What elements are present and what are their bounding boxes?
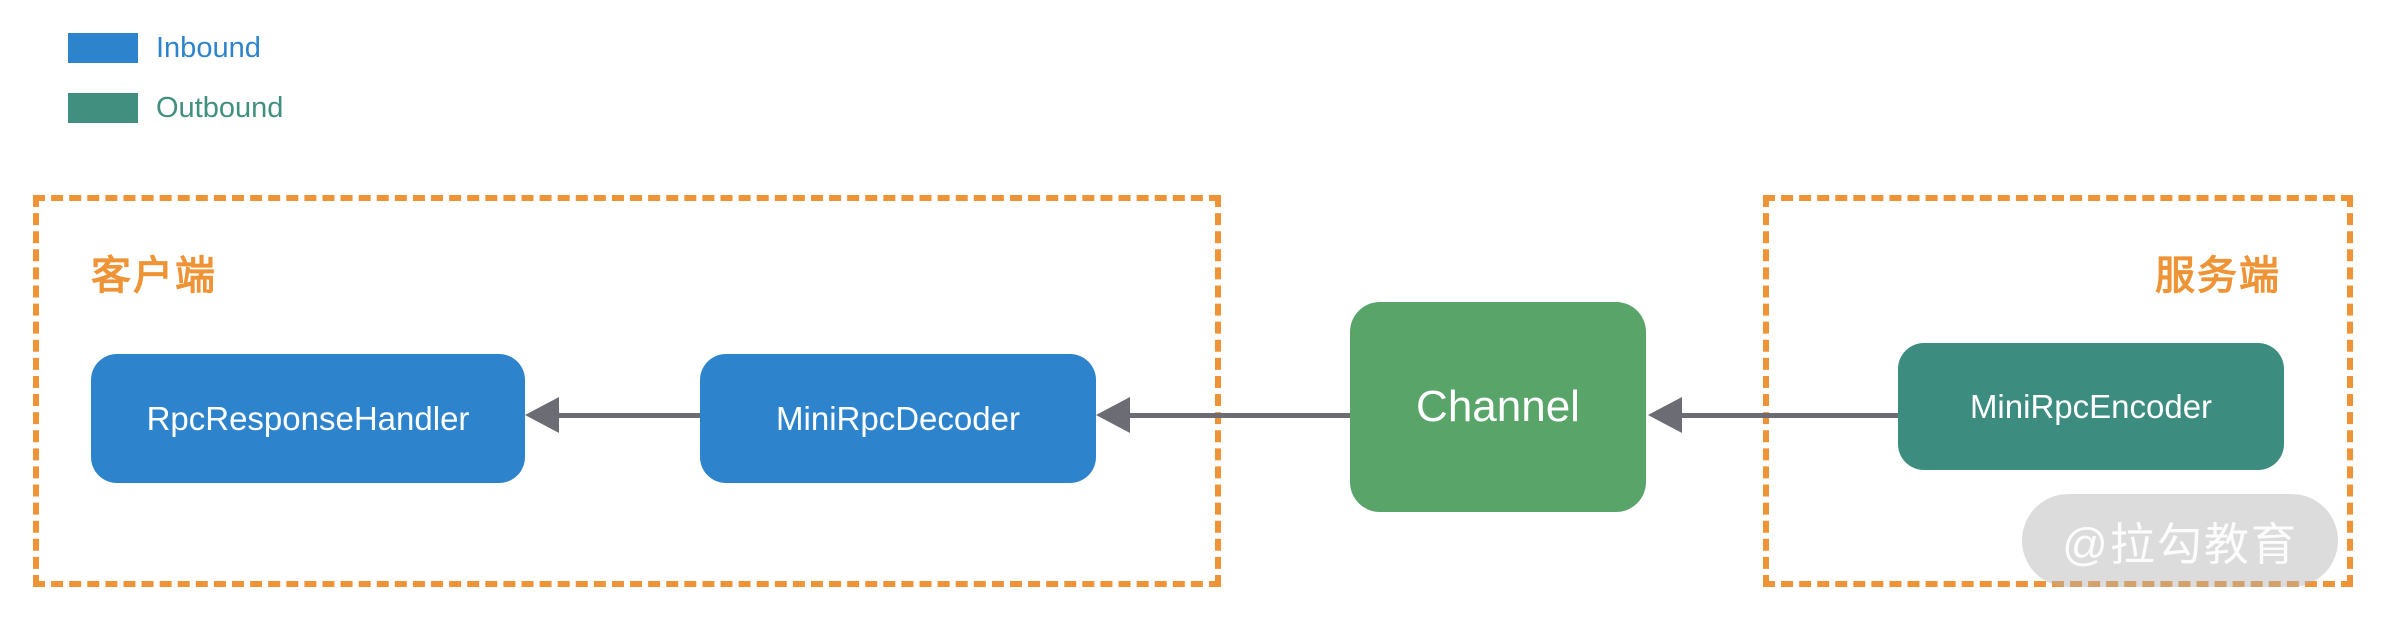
server-region: 服务端 [1763,195,2353,587]
node-channel: Channel [1350,302,1646,512]
left-arrowhead-icon [1096,397,1130,433]
outbound-color-swatch [68,93,138,123]
arrow-line [1682,412,1898,418]
node-rpc-response-handler-label: RpcResponseHandler [146,399,470,437]
arrow-encoder-to-channel [1648,397,1898,433]
arrow-line [1130,412,1350,418]
legend-item-outbound: Outbound [68,91,284,124]
legend-item-inbound: Inbound [68,31,283,64]
node-channel-label: Channel [1416,382,1580,431]
server-region-label: 服务端 [2155,254,2281,298]
left-arrowhead-icon [525,397,559,433]
client-region: 客户端 [33,195,1221,587]
node-mini-rpc-decoder-label: MiniRpcDecoder [776,399,1020,437]
node-mini-rpc-encoder-label: MiniRpcEncoder [1969,387,2213,425]
watermark-text: @拉勾教育 [2062,519,2298,570]
inbound-color-swatch [68,33,138,63]
left-arrowhead-icon [1648,397,1682,433]
legend-label-outbound: Outbound [156,91,284,124]
legend-label-inbound: Inbound [156,31,261,64]
node-mini-rpc-decoder: MiniRpcDecoder [700,354,1096,483]
arrow-channel-to-decoder [1096,397,1350,433]
watermark-badge: @拉勾教育 [2022,494,2338,587]
node-mini-rpc-encoder: MiniRpcEncoder [1898,343,2284,470]
arrow-decoder-to-response-handler [525,397,700,433]
client-region-label: 客户端 [91,254,217,298]
node-rpc-response-handler: RpcResponseHandler [91,354,525,483]
arrow-line [559,412,700,418]
legend: Inbound Outbound [68,31,284,153]
